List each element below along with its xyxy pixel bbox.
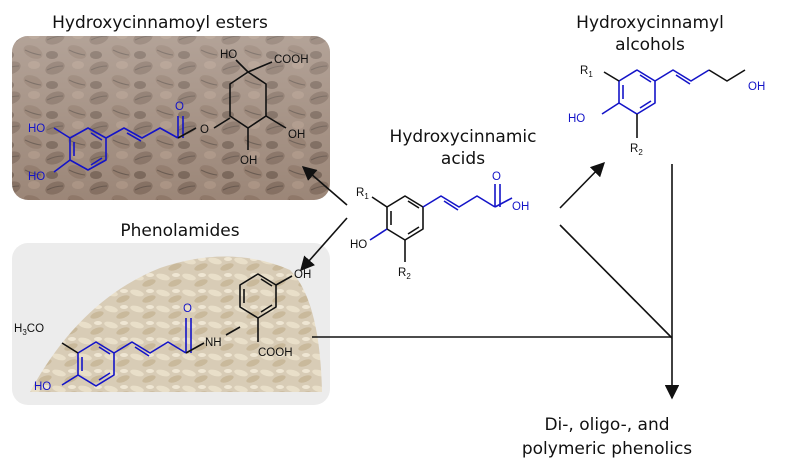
alcohol-r2: R2 bbox=[630, 143, 643, 157]
hydroxycinnamyl-alcohol-structure bbox=[601, 69, 746, 138]
amide-oh-top: OH bbox=[294, 269, 311, 281]
chlorogenic-acid-structure bbox=[53, 59, 287, 173]
amide-ho: HO bbox=[34, 381, 51, 393]
arrow-to-esters bbox=[301, 166, 348, 206]
acid-r2: R2 bbox=[398, 267, 411, 281]
amide-cooh: COOH bbox=[258, 347, 293, 359]
acids-label-line2: acids bbox=[441, 149, 485, 169]
amide-carbonyl-o: O bbox=[183, 303, 192, 315]
arrow-to-alcohols bbox=[559, 161, 606, 209]
acid-r1: R1 bbox=[356, 187, 369, 201]
oat-panel bbox=[12, 243, 330, 405]
acid-carbonyl-o: O bbox=[492, 171, 501, 183]
ester-oh-bottom: OH bbox=[240, 155, 257, 167]
ester-ho-quinic: HO bbox=[220, 49, 237, 61]
hydroxycinnamic-acid-structure bbox=[369, 184, 513, 262]
alcohols-label-line1: Hydroxycinnamyl bbox=[576, 13, 724, 33]
ester-ho-top: HO bbox=[28, 123, 45, 135]
ester-cooh: COOH bbox=[274, 54, 309, 66]
polyphenolics-label-line1: Di-, oligo-, and bbox=[544, 415, 669, 435]
alcohols-label-line2: alcohols bbox=[615, 35, 685, 55]
phenolamides-label: Phenolamides bbox=[120, 221, 239, 241]
polyphenolics-label-line2: polymeric phenolics bbox=[522, 439, 692, 459]
amide-h3co: H3CO bbox=[14, 323, 44, 337]
alcohol-oh: OH bbox=[748, 81, 765, 93]
alcohol-ho: HO bbox=[568, 113, 585, 125]
ester-oh-right: OH bbox=[288, 129, 305, 141]
acid-oh: OH bbox=[512, 201, 529, 213]
line-acids-to-junction bbox=[559, 224, 673, 339]
amide-nh: NH bbox=[205, 337, 222, 349]
acid-ho: HO bbox=[350, 239, 367, 251]
arrow-to-phenolamides bbox=[300, 217, 348, 272]
alcohol-r1: R1 bbox=[580, 65, 593, 79]
acids-label-line1: Hydroxycinnamic bbox=[390, 127, 537, 147]
esters-label: Hydroxycinnamoyl esters bbox=[52, 13, 268, 33]
ester-carbonyl-o: O bbox=[175, 101, 184, 113]
coffee-bean-panel bbox=[12, 36, 330, 200]
ester-link-o: O bbox=[200, 124, 209, 136]
phenolamide-structure bbox=[61, 273, 293, 387]
ester-ho-bottom: HO bbox=[28, 171, 45, 183]
